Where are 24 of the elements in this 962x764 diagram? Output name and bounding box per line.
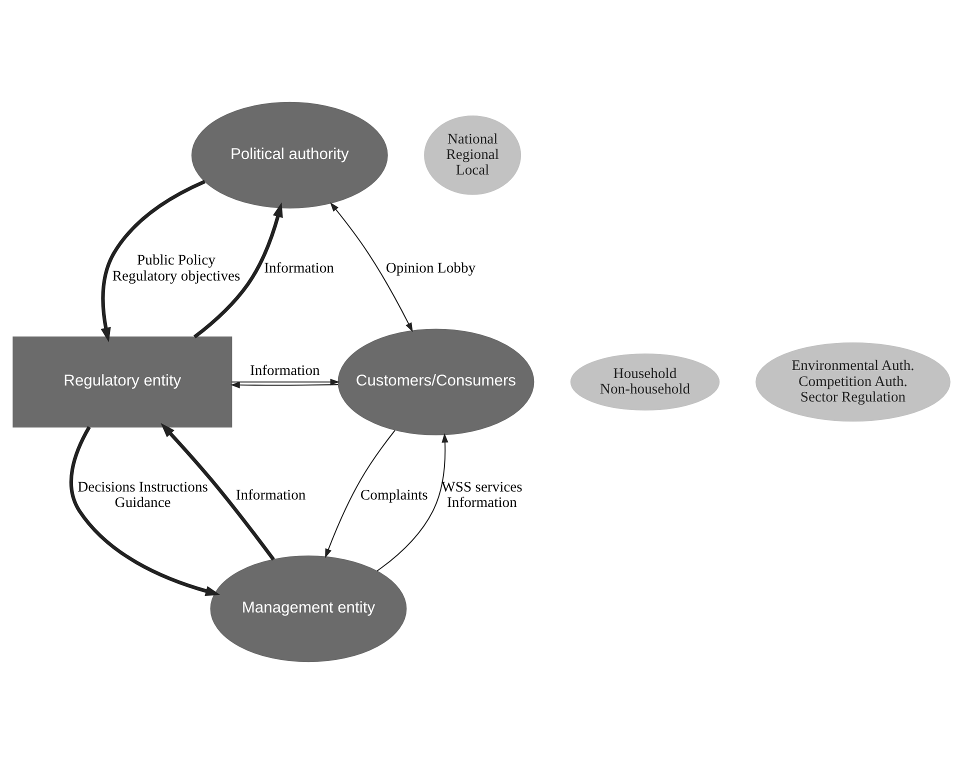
edge-label: WSS services Information	[441, 479, 522, 512]
edge-label: Information	[250, 362, 320, 379]
arrow	[230, 382, 338, 388]
arrow	[330, 202, 412, 332]
arrow	[100, 180, 205, 342]
edge-label: Complaints	[360, 487, 428, 504]
node-ellipse: Household Non-household	[570, 354, 720, 410]
node-ellipse: Customers/Consumers	[337, 328, 534, 436]
node-ellipse: Environmental Auth. Competition Auth. Sector Regulation	[755, 342, 950, 422]
edge-label: Information	[235, 487, 306, 504]
arrow	[231, 378, 340, 386]
arrow	[376, 433, 448, 572]
edge-label: Information	[264, 260, 334, 276]
arrow	[192, 202, 282, 338]
node-ellipse: Management entity	[210, 556, 406, 662]
node-ellipse: National Regional Local	[424, 116, 521, 195]
edge-label: Opinion Lobby	[385, 260, 476, 276]
node-box: Regulatory entity	[12, 336, 232, 428]
arrow	[324, 430, 395, 558]
edge-label: Decisions Instructions Guidance	[77, 479, 208, 512]
edge-label: Public Policy Regulatory objectives	[112, 252, 240, 284]
node-ellipse: Political authority	[190, 102, 388, 208]
arrow	[160, 422, 274, 561]
arrow	[68, 426, 220, 596]
